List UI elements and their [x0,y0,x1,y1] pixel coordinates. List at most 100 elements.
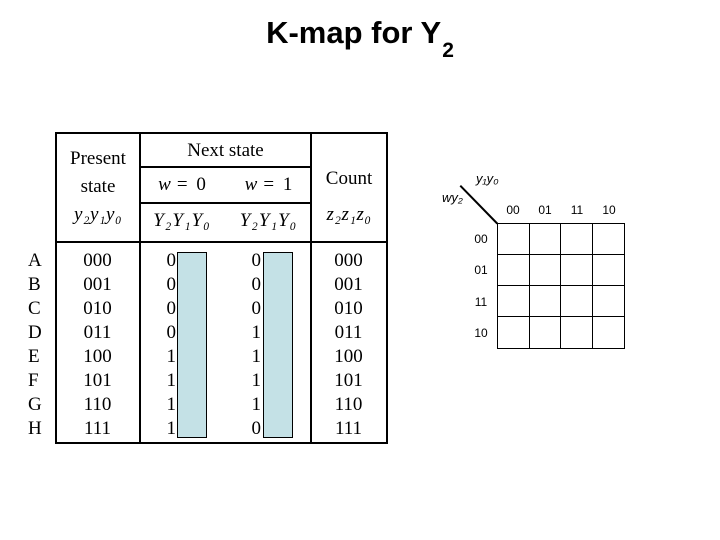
kmap-row-labels: 00 01 11 10 [469,223,493,349]
next-state-vars-w1-header: Y₂Y₁Y₀ [239,210,298,231]
kmap-cell [529,224,561,255]
present-state-value: 010 [83,298,112,319]
w-symbol: w [158,174,171,195]
kmap-cell [529,286,561,317]
next-state-w0-value: 0 [166,322,177,343]
next-state-w0-value: 1 [166,394,177,415]
count-value: 110 [334,394,363,415]
kmap-col-label: 00 [506,203,520,217]
slide-title: K-map for Y2 [0,15,720,63]
count-value: 101 [334,370,363,391]
row-label: G [28,394,42,415]
kmap-cell [530,317,561,348]
table-row: G 110 1 1 110 [26,393,387,417]
kmap-grid [497,223,625,349]
present-state-vars-header: y₂y₁y₀ [73,204,123,225]
present-state-value: 011 [83,322,112,343]
w1-value-label: = 1 [263,174,293,195]
kmap-diagonal-line [459,185,499,224]
next-state-w0-value: 1 [166,418,177,439]
count-value: 000 [334,250,363,271]
kmap-row-label: 01 [474,263,488,278]
count-value: 010 [334,298,363,319]
slide-title-text: K-map for Y [266,15,442,50]
kmap-cell [592,255,624,286]
table-divider-under-next-state [139,166,312,168]
next-state-header: Next state [187,140,264,161]
next-state-w0-value: 0 [166,298,177,319]
kmap-cell [561,224,593,255]
kmap-col-label: 10 [602,203,616,217]
table-row: H 111 1 0 111 [26,417,387,441]
kmap-cell [498,255,530,286]
row-label: H [28,418,42,439]
present-state-value: 101 [83,370,112,391]
next-state-w1-value: 0 [251,274,262,295]
next-state-w1-value: 0 [251,298,262,319]
highlight-overlay-w1 [263,252,293,438]
row-label: D [28,322,42,343]
next-state-w0-value: 1 [166,346,177,367]
next-state-w1-value: 1 [251,394,262,415]
table-divider-under-w [139,202,312,204]
row-label: C [28,298,41,319]
kmap-column-labels: 00 01 11 10 [497,202,625,218]
next-state-w1-value: 0 [251,250,262,271]
kmap-cell [561,255,593,286]
present-state-value: 001 [83,274,112,295]
next-state-w0-value: 1 [166,370,177,391]
kmap-cell [593,317,625,348]
present-state-value: 110 [83,394,112,415]
w0-header: w= 0 [139,174,225,196]
state-table: Present state y₂y₁y₀ Next state w= 0 w= … [55,132,388,444]
w1-header: w= 1 [225,174,312,196]
kmap-col-label: 11 [570,203,584,217]
kmap-row-label: 00 [474,231,488,246]
next-state-w1-value: 1 [251,322,262,343]
next-state-w1-value: 1 [251,370,262,391]
table-divider-vertical-1 [139,134,141,442]
kmap-cell [498,286,530,317]
kmap-row-label: 11 [474,294,488,309]
count-value: 111 [334,418,363,439]
row-label: A [28,250,42,271]
count-value: 001 [334,274,363,295]
count-header: Count [325,168,373,189]
present-state-value: 000 [83,250,112,271]
kmap-cell [561,286,593,317]
next-state-w0-value: 0 [166,274,177,295]
kmap-cell [498,224,530,255]
count-vars-header: z₂z₁z₀ [326,204,372,225]
present-state-header-line2: state [80,176,116,197]
next-state-w1-value: 1 [251,346,262,367]
next-state-w1-value: 0 [251,418,262,439]
kmap-side-axis-label: wy₂ [442,190,463,205]
slide-title-subscript: 2 [442,39,454,63]
row-label: F [28,370,39,391]
table-row: A 000 0 0 000 [26,249,387,273]
table-row: B 001 0 0 001 [26,273,387,297]
state-table-body: A 000 0 0 000 B 001 0 0 001 C 010 0 0 01… [26,249,387,441]
w0-value-label: = 0 [176,174,206,195]
table-row: C 010 0 0 010 [26,297,387,321]
kmap-cell [529,255,561,286]
table-row: F 101 1 1 101 [26,369,387,393]
next-state-w0-value: 0 [166,250,177,271]
row-label: B [28,274,41,295]
kmap-cell [561,317,593,348]
kmap-row-label: 10 [474,326,488,341]
row-label: E [28,346,40,367]
kmap-top-axis-label: y₁y₀ [476,171,499,186]
count-value: 011 [334,322,363,343]
present-state-header-line1: Present [70,148,126,169]
kmap-col-label: 01 [538,203,552,217]
kmap-cell [498,317,530,348]
present-state-value: 111 [83,418,112,439]
w-symbol: w [244,174,258,195]
highlight-overlay-w0 [177,252,207,438]
table-divider-header-body [57,241,386,243]
table-row: E 100 1 1 100 [26,345,387,369]
table-row: D 011 0 1 011 [26,321,387,345]
next-state-vars-w0-header: Y₂Y₁Y₀ [153,210,211,231]
